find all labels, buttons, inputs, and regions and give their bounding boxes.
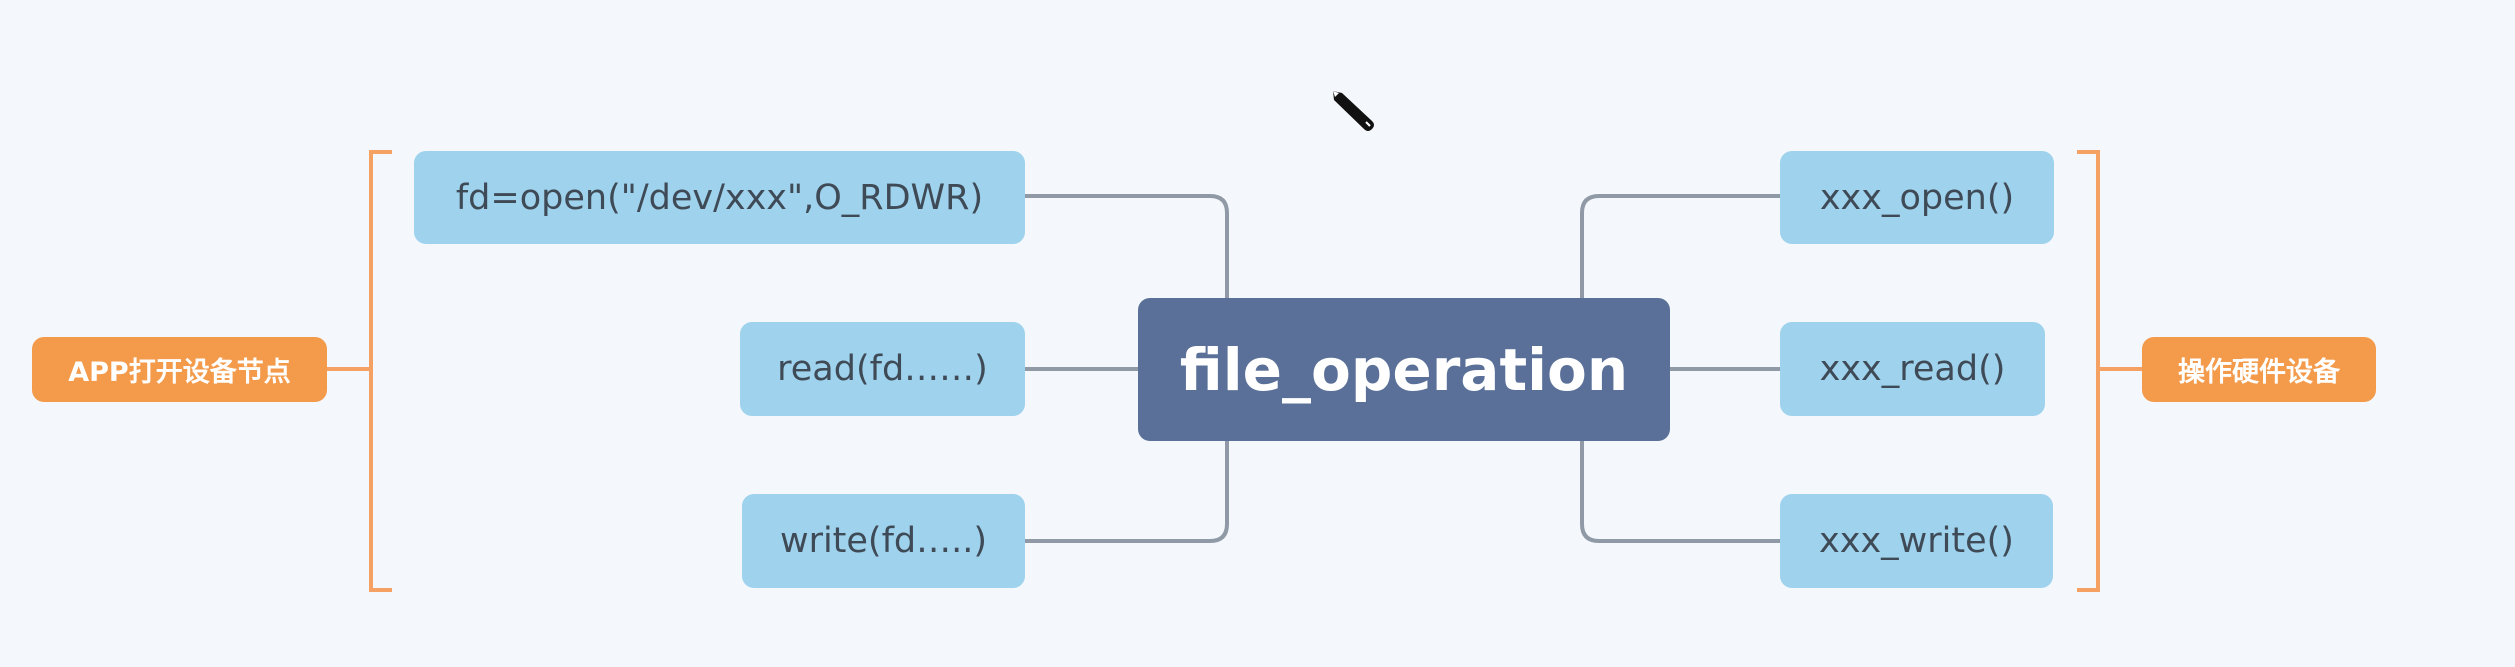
operate-hardware-tag: 操作硬件设备: [2142, 337, 2376, 402]
connector-open: [1025, 194, 1229, 298]
xxx-write-node: xxx_write(): [1780, 494, 2053, 588]
write-node: write(fd…..): [742, 494, 1025, 588]
pen-cursor-icon: [1333, 91, 1374, 131]
read-node: read(fd……): [740, 322, 1025, 416]
connector-xxx-write: [1580, 441, 1780, 543]
left-bracket: [369, 150, 392, 592]
connector-write: [1025, 441, 1229, 543]
right-bracket: [2077, 150, 2100, 592]
xxx-open-node: xxx_open(): [1780, 151, 2054, 244]
connector-xxx-open: [1580, 194, 1780, 298]
xxx-read-node: xxx_read(): [1780, 322, 2045, 416]
open-node: fd=open("/dev/xxx",O_RDWR): [414, 151, 1025, 244]
app-open-device-tag: APP打开设备节点: [32, 337, 327, 402]
center-node: file_operation: [1138, 298, 1670, 441]
